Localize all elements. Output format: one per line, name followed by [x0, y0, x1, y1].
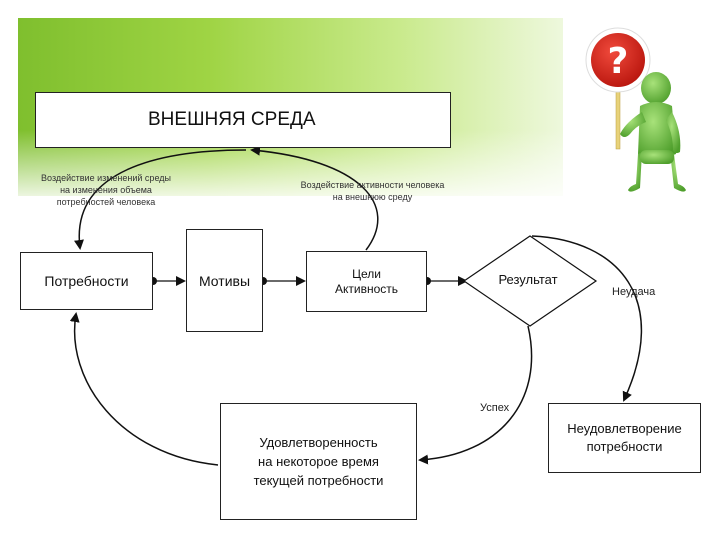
satisfied-line: на некоторое время	[258, 454, 379, 469]
activity-note: Воздействие активности человека на внешн…	[290, 179, 455, 203]
satisfied-line: Удовлетворенность	[259, 435, 378, 450]
result-label: Результат	[498, 272, 558, 287]
activity-note-line: Воздействие активности человека	[300, 180, 445, 190]
green-person-figure-icon: ?	[585, 27, 686, 192]
satisfied-line: текущей потребности	[253, 473, 384, 488]
env-change-note: Воздействие изменений среды на изменения…	[26, 172, 186, 208]
motives-label: Мотивы	[198, 272, 251, 289]
env-change-note-line: потребностей человека	[56, 197, 156, 207]
goals-box: Цели Активность	[306, 251, 427, 312]
needs-box: Потребности	[20, 252, 153, 310]
dissatisfied-box: Неудовлетворение потребности	[548, 403, 701, 473]
activity-label: Активность	[334, 281, 398, 296]
result-diamond	[462, 235, 598, 327]
environment-title: ВНЕШНЯЯ СРЕДА	[148, 109, 316, 130]
satisfied-to-needs-arrow	[69, 312, 219, 466]
activity-to-environment-arrow	[250, 145, 379, 251]
env-change-note-line: Воздействие изменений среды	[41, 173, 171, 183]
failure-arrow	[531, 235, 643, 402]
environment-box: ВНЕШНЯЯ СРЕДА	[35, 92, 451, 148]
activity-note-line: на внешнюю среду	[332, 192, 413, 202]
env-change-note-line: на изменения объема	[60, 185, 152, 195]
svg-text:?: ?	[608, 41, 629, 82]
goals-label: Цели	[352, 266, 381, 281]
environment-to-needs-arrow	[74, 149, 247, 250]
question-mark-sign-icon: ?	[585, 27, 651, 93]
success-arrow	[418, 325, 533, 465]
motives-box: Мотивы	[186, 229, 263, 332]
dissatisfied-line: потребности	[586, 439, 663, 454]
satisfied-box: Удовлетворенность на некоторое время тек…	[220, 403, 417, 520]
failure-label: Неудача	[612, 286, 656, 298]
dissatisfied-line: Неудовлетворение	[567, 421, 682, 436]
success-label: Успех	[480, 402, 510, 414]
needs-label: Потребности	[44, 273, 129, 289]
